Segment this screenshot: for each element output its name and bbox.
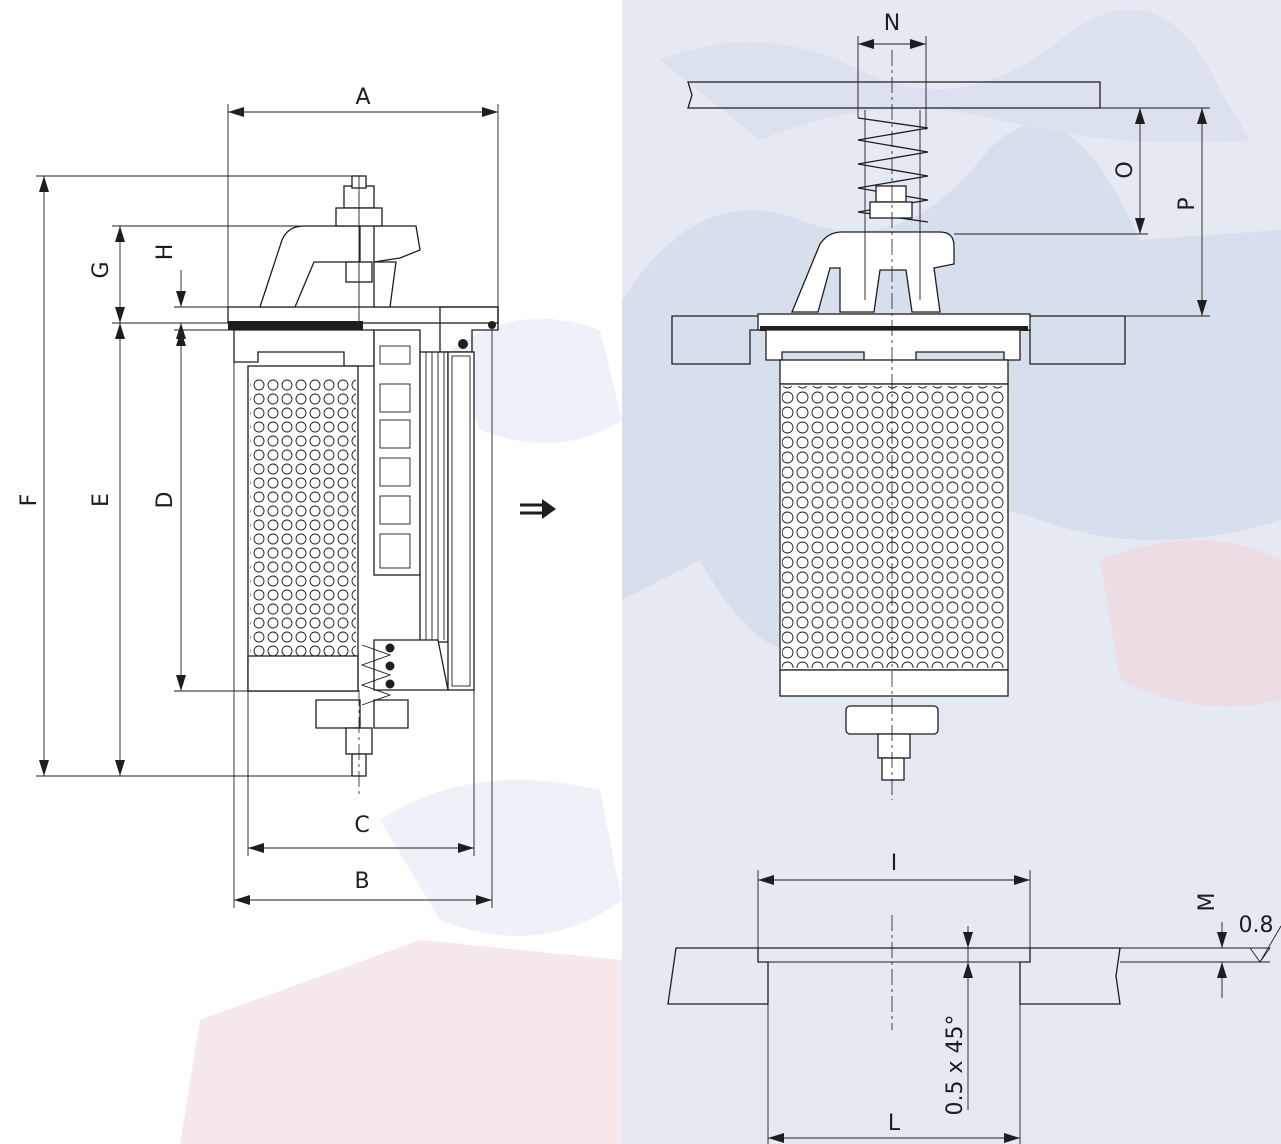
dimension-F-label: F — [17, 494, 42, 507]
roughness-symbol-icon — [1249, 925, 1281, 963]
cutout-detail: I L 0.5 x 45° M 0.8 — [667, 851, 1281, 1144]
dimension-N-label: N — [884, 11, 900, 36]
right-dimensions: N O P — [857, 11, 1210, 317]
dimension-P-label: P — [1175, 197, 1200, 210]
dimension-G-label: G — [89, 261, 114, 278]
left-section-view — [227, 175, 499, 795]
dimension-C-label: C — [354, 813, 369, 838]
dimension-I-label: I — [891, 851, 898, 876]
roughness-value: 0.8 — [1239, 913, 1274, 938]
right-installed-view — [671, 50, 1126, 800]
dimension-H-label: H — [153, 244, 178, 261]
right-double-arrow-icon — [520, 499, 556, 519]
chamfer-annotation: 0.5 x 45° — [943, 1015, 968, 1116]
dimension-B-label: B — [354, 869, 369, 894]
dimension-D-label: D — [153, 492, 178, 509]
dimension-E-label: E — [89, 493, 114, 507]
dimension-O-label: O — [1113, 161, 1138, 178]
dimension-M-label: M — [1195, 893, 1220, 912]
dimension-A-label: A — [355, 85, 370, 110]
dimension-L-label: L — [888, 1111, 901, 1136]
left-dimensions: A F G H E D — [17, 85, 499, 908]
